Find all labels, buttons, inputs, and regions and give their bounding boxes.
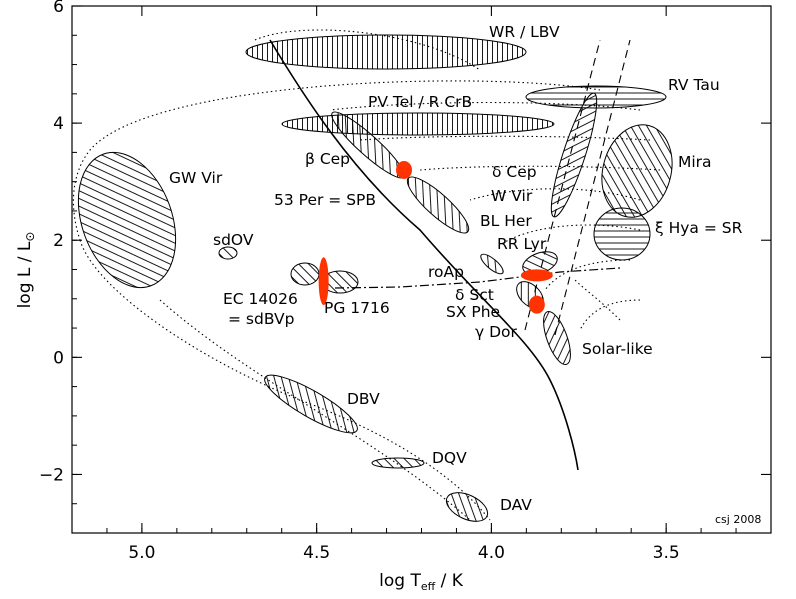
region-xi-hya [593,207,651,261]
label-gw-vir: GW Vir [169,169,223,187]
label-beta-cep: β Cep [305,150,350,168]
label-ec14026-a: EC 14026 [223,290,298,308]
region-wr-lbv [245,34,527,70]
label-mira: Mira [678,153,712,171]
label-dqv: DQV [432,449,467,467]
region-mira [601,124,673,218]
label-wr-lbv: WR / LBV [489,23,560,41]
label-pv-tel: PV Tel / R CrB [368,93,472,111]
region-pv-tel [281,112,555,136]
region-gamma-dor [543,310,571,366]
label-delta-sct: δ Sct [455,286,494,304]
x-tick-label: 4.5 [303,543,330,563]
label-gamma-dor: γ Dor [475,323,518,341]
x-axis-title-unit: / K [435,571,464,591]
label-pg1716: PG 1716 [324,299,390,317]
instability-regions [77,34,673,522]
y-tick-label: 6 [53,0,64,17]
label-roap: roAp [428,263,464,281]
label-xi-hya: ξ Hya = SR [655,219,743,237]
y-tick-label: 0 [53,348,64,368]
y-axis-title: log L / L⊙ [15,232,37,309]
label-solar-like: Solar-like [582,340,653,358]
x-axis-title-sub: eff [421,580,436,593]
label-dav: DAV [500,496,532,514]
highlight-point [396,160,413,179]
x-tick-label: 3.5 [653,543,680,563]
label-dbv: DBV [347,390,380,408]
y-axis-title-main: log L / L [15,241,35,308]
label-rv-tau: RV Tau [668,76,720,94]
region-gw-vir [77,151,177,289]
region-cepheid [550,92,598,218]
region-sdov [218,246,238,260]
highlight-point [528,295,545,314]
region-spb [406,176,470,234]
label-53-per: 53 Per = SPB [274,191,376,209]
label-rr-lyr: RR Lyr [497,235,547,253]
region-roap [480,253,504,275]
x-tick-label: 4.0 [478,543,505,563]
y-tick-label: 4 [53,114,64,134]
region-dqv [371,457,425,469]
label-sdov: sdOV [213,231,254,249]
x-axis-title: log Teff / K [379,571,464,593]
label-bl-her: BL Her [480,212,532,230]
label-sx-phe: SX Phe [446,303,500,321]
label-ec14026-b: = sdBVp [228,310,294,328]
label-w-vir: W Vir [491,187,533,205]
region-dav [445,492,489,522]
region-ec14026 [290,262,320,286]
region-dbv [264,374,358,434]
x-axis-title-main: log T [379,571,421,591]
horizontal-branch [334,267,621,289]
region-labels: WR / LBV RV Tau PV Tel / R CrB β Cep Mir… [169,23,743,514]
credit-label: csj 2008 [715,513,761,526]
axis-ticks: 5.0 4.5 4.0 3.5 −2 0 2 4 6 [39,0,771,563]
y-axis-title-sub: ⊙ [23,232,37,242]
highlight-point [318,257,329,306]
x-tick-label: 5.0 [128,543,155,563]
y-tick-label: 2 [53,231,64,251]
highlight-points [318,160,553,314]
label-delta-cep: δ Cep [492,163,537,181]
highlight-point [520,269,553,282]
plot-frame [71,5,772,534]
y-tick-label: −2 [39,465,64,485]
